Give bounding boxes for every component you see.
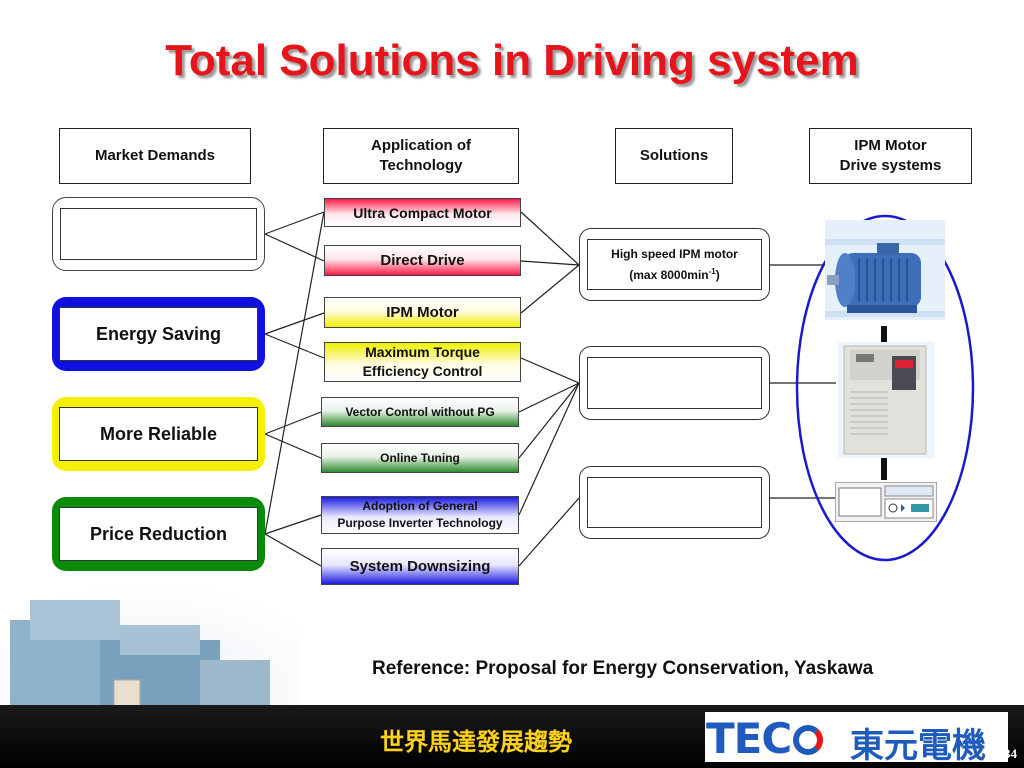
solution-line2: (max 8000min-1) [629,266,720,282]
drive-system-ellipse [795,214,975,562]
tech-direct-drive: Direct Drive [324,245,521,276]
solution-high-speed-ipm: High speed IPM motor (max 8000min-1) [579,228,770,301]
price-reduction-label: Price Reduction [59,507,258,561]
market-demand-price-reduction: Price Reduction [52,497,265,571]
page-title: Total Solutions in Driving system [165,36,859,85]
tech-online-tuning: Online Tuning [321,443,519,473]
teco-swirl-icon [793,725,824,755]
teco-logo [705,712,1008,762]
teco-brand-text: TEC [706,714,824,763]
market-demand-blank [52,197,265,271]
tech-ultra-compact-motor: Ultra Compact Motor [324,198,521,227]
header-market-label: Market Demands [94,147,216,164]
header-ipm-line1: IPM Motor [854,137,927,154]
market-demand-more-reliable: More Reliable [52,397,265,471]
page-number: 34 [1004,746,1017,761]
solution-blank-3 [579,466,770,539]
tech-system-downsizing: System Downsizing [321,548,519,585]
solution-blank-2 [579,346,770,420]
solution-line1: High speed IPM motor [611,246,738,261]
header-solutions: Solutions [615,128,733,184]
tech-max-torque-efficiency: Maximum Torque Efficiency Control [324,342,521,382]
teco-brand-chinese: 東元電機 [850,726,986,766]
header-ipm-drive: IPM Motor Drive systems [809,128,972,184]
keypad-operator-icon [835,482,937,522]
market-demand-energy-saving: Energy Saving [52,297,265,371]
inverter-drive-icon [838,342,934,458]
footer-slogan: 世界馬達發展趨勢 [380,727,572,756]
tech-vector-control-without-pg: Vector Control without PG [321,397,519,427]
reference-note: Reference: Proposal for Energy Conservat… [372,658,874,679]
energy-saving-label: Energy Saving [59,307,258,361]
ipm-motor-icon [825,220,945,320]
tech-ipm-motor: IPM Motor [324,297,521,328]
header-solutions-label: Solutions [639,147,709,164]
header-application-line2: Technology [379,157,463,174]
header-application-line1: Application of [371,137,471,154]
header-application: Application of Technology [323,128,519,184]
tech-general-purpose-inverter: Adoption of General Purpose Inverter Tec… [321,496,519,534]
header-market-demands: Market Demands [59,128,251,184]
header-ipm-line2: Drive systems [839,157,942,174]
more-reliable-label: More Reliable [59,407,258,461]
